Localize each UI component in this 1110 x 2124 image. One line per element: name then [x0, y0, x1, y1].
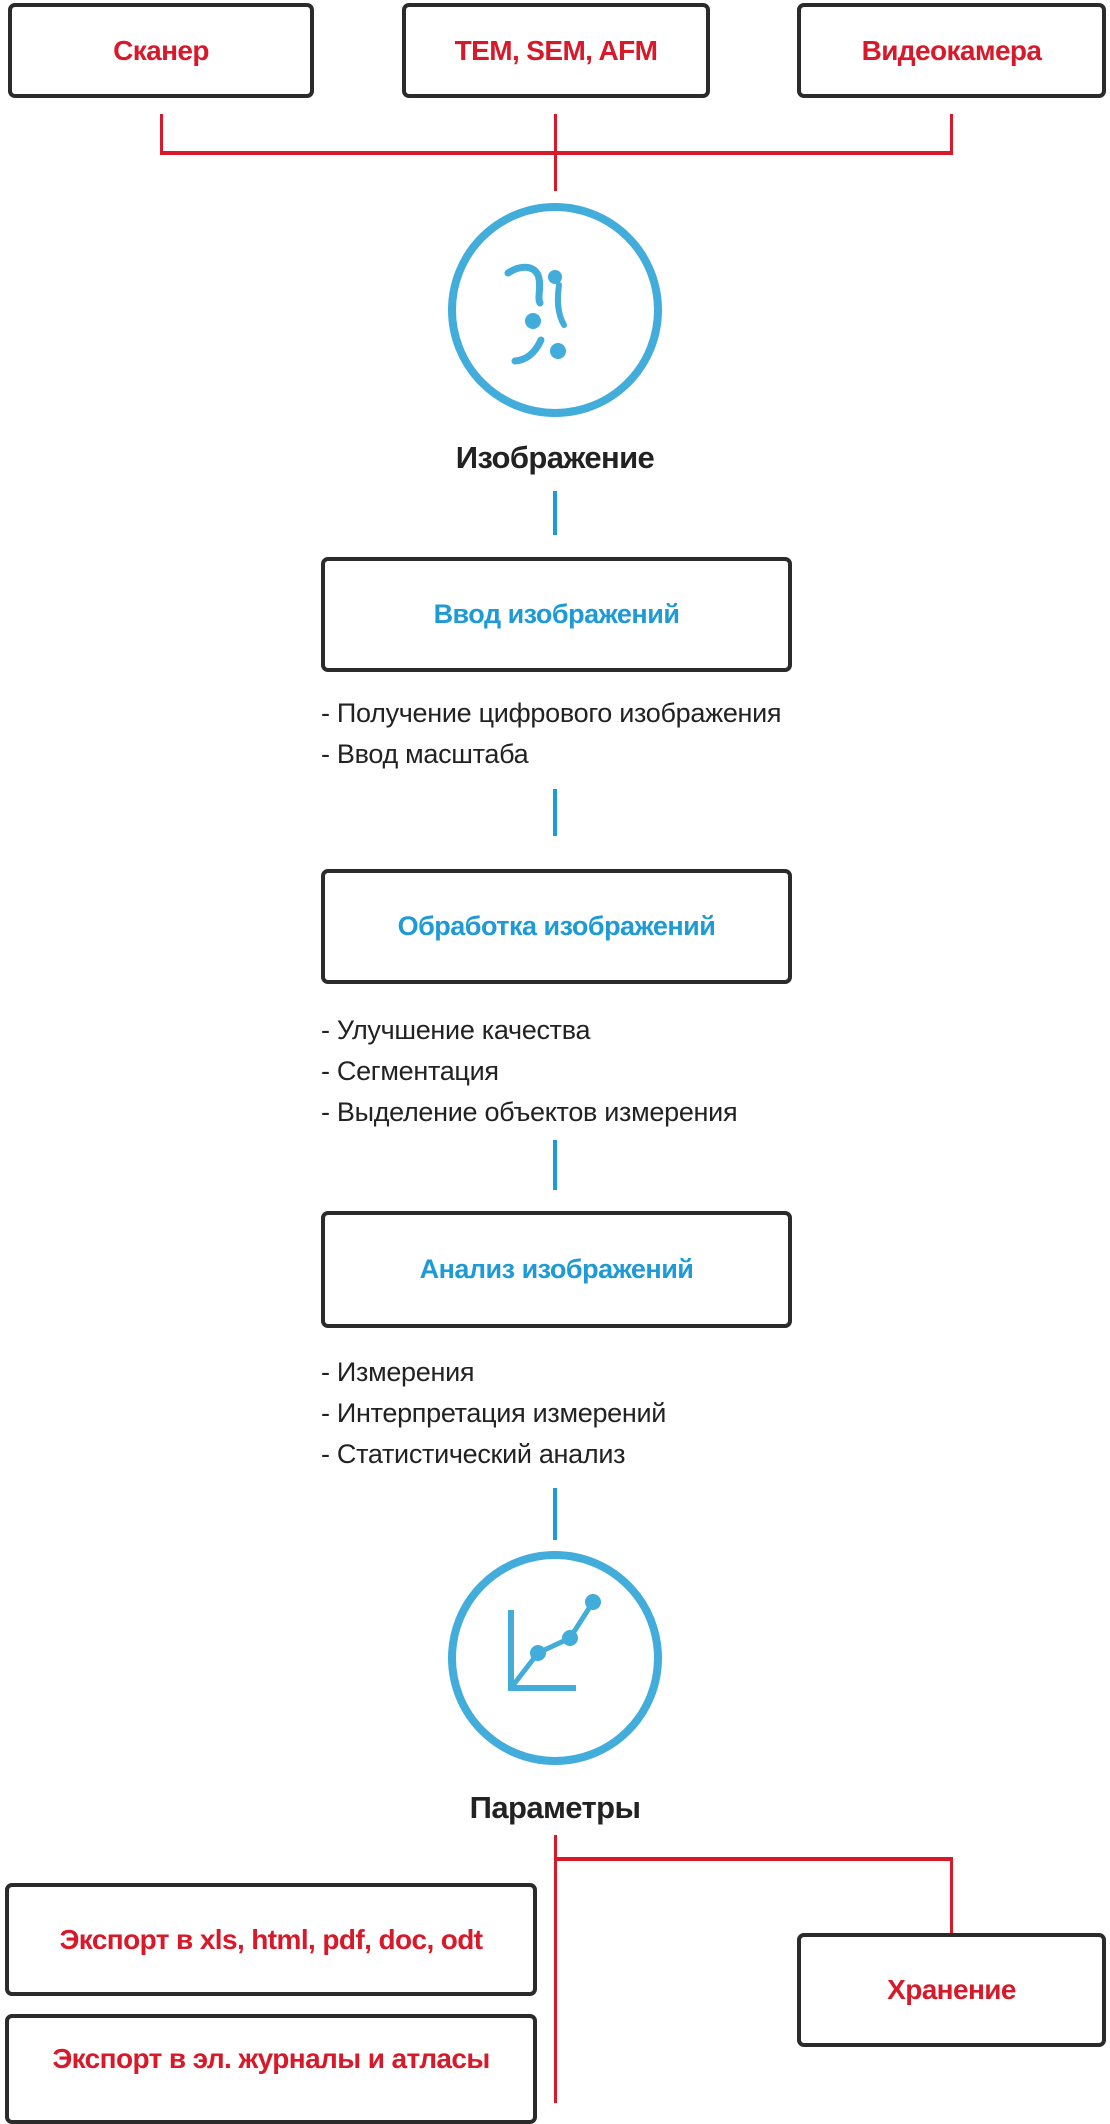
connector-line: [160, 151, 953, 155]
connector-line: [553, 1488, 557, 1540]
chart-icon: [448, 1551, 662, 1765]
step-processing-list: - Улучшение качества - Сегментация - Выд…: [321, 1010, 738, 1133]
list-item: - Сегментация: [321, 1056, 499, 1086]
step-title: Ввод изображений: [433, 599, 680, 629]
list-item: - Ввод масштаба: [321, 739, 529, 769]
params-caption: Параметры: [469, 1790, 641, 1825]
step-analysis-list: - Измерения - Интерпретация измерений - …: [321, 1352, 666, 1475]
list-item: - Улучшение качества: [321, 1015, 591, 1045]
connector-line: [160, 114, 163, 155]
connector-line: [950, 1857, 953, 1933]
connector-line: [553, 1140, 557, 1190]
storage-box: Хранение: [797, 1933, 1106, 2047]
connector-line: [554, 1857, 953, 1861]
step-input-box: Ввод изображений: [321, 557, 792, 672]
source-label: Видеокамера: [861, 34, 1042, 66]
list-item: - Интерпретация измерений: [321, 1398, 667, 1428]
source-microscopes: TEM, SEM, AFM: [402, 3, 710, 98]
output-label: Экспорт в эл. журналы и атласы: [52, 2043, 490, 2074]
list-item: - Измерения: [321, 1357, 475, 1387]
step-processing-box: Обработка изображений: [321, 869, 792, 984]
step-input-list: - Получение цифрового изображения - Ввод…: [321, 693, 782, 775]
image-caption: Изображение: [455, 440, 655, 475]
source-videocamera: Видеокамера: [797, 3, 1106, 98]
connector-line: [553, 789, 557, 836]
output-label: Хранение: [887, 1974, 1016, 2005]
particles-icon: [448, 203, 662, 417]
source-label: TEM, SEM, AFM: [454, 34, 658, 66]
list-item: - Выделение объектов измерения: [321, 1097, 738, 1127]
export-formats-box: Экспорт в xls, html, pdf, doc, odt: [5, 1883, 537, 1996]
list-item: - Получение цифрового изображения: [321, 698, 782, 728]
step-title: Обработка изображений: [397, 911, 716, 941]
step-analysis-box: Анализ изображений: [321, 1211, 792, 1328]
export-journals-box: Экспорт в эл. журналы и атласы: [5, 2014, 537, 2124]
step-title: Анализ изображений: [419, 1254, 694, 1284]
connector-line: [950, 114, 953, 155]
source-label: Сканер: [113, 34, 209, 66]
output-label: Экспорт в xls, html, pdf, doc, odt: [59, 1923, 483, 1955]
list-item: - Статистический анализ: [321, 1439, 626, 1469]
source-scanner: Сканер: [8, 3, 314, 98]
connector-line: [554, 1835, 557, 2103]
connector-line: [553, 491, 557, 535]
